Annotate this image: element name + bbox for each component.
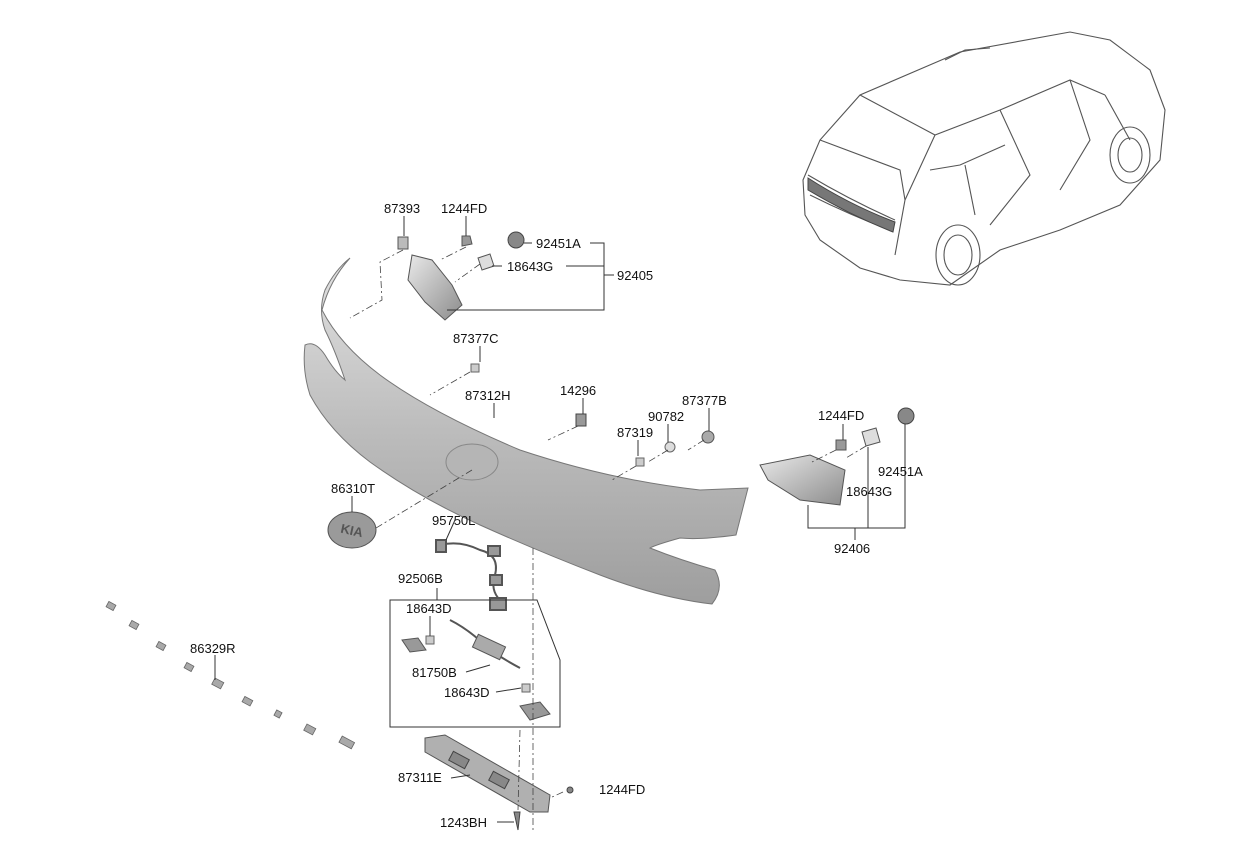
label-92406: 92406 — [834, 541, 870, 556]
label-87377b: 87377B — [682, 393, 727, 408]
emblem-kia-lettering: KIA — [339, 521, 365, 540]
bulb-18643d-top — [425, 635, 435, 645]
label-1244fd-bot: 1244FD — [599, 782, 645, 797]
label-87312h: 87312H — [465, 388, 511, 403]
label-90782: 90782 — [648, 409, 684, 424]
label-18643d-top: 18643D — [406, 601, 452, 616]
highlighted-garnish-on-vehicle — [807, 177, 896, 233]
lamp-lens-right — [519, 701, 551, 721]
lamp-lens-left — [401, 637, 427, 653]
tailgate-garnish-87312h — [303, 257, 749, 605]
nut-87393 — [397, 236, 409, 250]
bulb-18643g-right — [861, 427, 881, 447]
bulb-18643d-bot — [521, 683, 531, 693]
screw-1244fd-right — [835, 439, 847, 451]
connector-81750b — [471, 633, 507, 661]
label-95750l: 95750L — [432, 513, 475, 528]
label-14296: 14296 — [560, 383, 596, 398]
license-lamp-box-92506b — [389, 599, 561, 728]
label-87311e: 87311E — [398, 770, 442, 785]
label-92451a-right: 92451A — [878, 464, 923, 479]
label-92451a-top: 92451A — [536, 236, 581, 251]
label-18643d-bot: 18643D — [444, 685, 490, 700]
label-81750b: 81750B — [412, 665, 457, 680]
label-1244fd-top: 1244FD — [441, 201, 487, 216]
right-lamp-92406 — [759, 407, 915, 506]
screw-1244fd-bot — [566, 786, 574, 794]
wiring-harness-95750l — [435, 539, 507, 611]
socket-92451a-right — [897, 407, 915, 425]
label-1244fd-right: 1244FD — [818, 408, 864, 423]
left-lamp-92405 — [397, 231, 525, 321]
label-86310t: 86310T — [331, 481, 375, 496]
kia-emblem-86310t: KIA — [327, 511, 377, 549]
label-18643g-right: 18643G — [846, 484, 892, 499]
leader-lines — [214, 216, 906, 823]
screw-1244fd-top — [461, 235, 473, 247]
label-92405: 92405 — [617, 268, 653, 283]
part-labels: 87393 1244FD 92451A 18643G 92405 87377C … — [190, 201, 923, 830]
label-1243bh: 1243BH — [440, 815, 487, 830]
assembly-lines — [349, 246, 867, 830]
label-92506b: 92506B — [398, 571, 443, 586]
screw-1243bh — [513, 811, 521, 831]
label-86329r: 86329R — [190, 641, 236, 656]
clip-87377b — [701, 430, 715, 444]
clip-90782 — [664, 441, 676, 453]
vehicle-illustration — [802, 31, 1166, 286]
clip-87319 — [635, 457, 645, 467]
clip-14296 — [575, 413, 587, 427]
label-87377c: 87377C — [453, 331, 499, 346]
label-87393: 87393 — [384, 201, 420, 216]
telluride-lettering-86329r — [105, 600, 356, 750]
label-87319: 87319 — [617, 425, 653, 440]
bulb-18643g-top — [477, 253, 495, 271]
socket-92451a-top — [507, 231, 525, 249]
clip-87377c — [470, 363, 480, 373]
label-18643g-top: 18643G — [507, 259, 553, 274]
